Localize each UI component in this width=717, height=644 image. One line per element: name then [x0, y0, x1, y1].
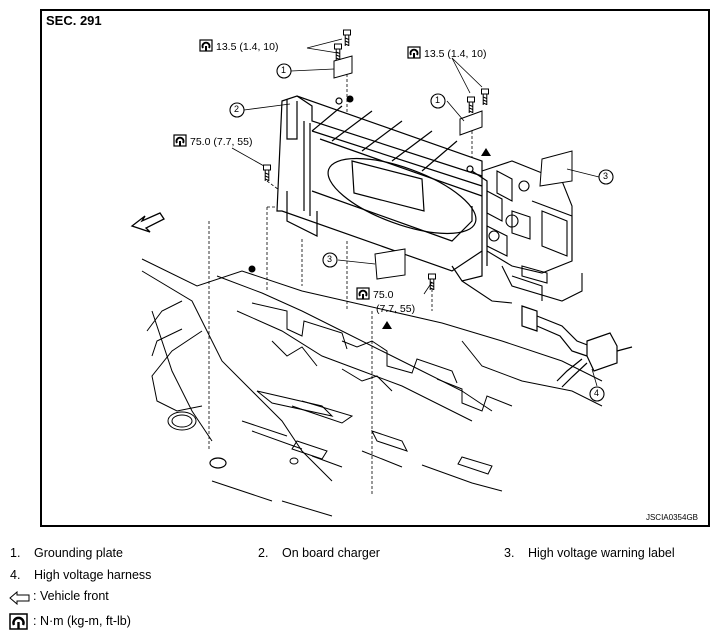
vehicle-front-arrow-icon	[130, 212, 165, 233]
diagram-frame: SEC. 291 13.5 (1.4, 10) 13.5 (1.4, 10) 7…	[40, 9, 710, 527]
legend-item-label: High voltage warning label	[528, 546, 675, 560]
bolt-icon	[334, 43, 342, 61]
torque-label-3: 75.0 (7.7, 55)	[190, 136, 253, 148]
legend-item-label: Grounding plate	[34, 546, 123, 560]
bolt-icon	[343, 29, 351, 47]
vehicle-floor	[141, 258, 603, 517]
tightening-order-triangle-icon	[481, 148, 491, 156]
tightening-order-dot-icon	[248, 265, 256, 273]
warning-label-upper	[539, 150, 573, 187]
torque-wrench-icon	[356, 287, 370, 300]
warning-label-lower	[374, 248, 406, 280]
torque-wrench-icon	[407, 46, 421, 59]
vehicle-front-arrow-icon	[9, 591, 30, 605]
torque-wrench-icon	[9, 613, 28, 630]
torque-label-1: 13.5 (1.4, 10)	[216, 41, 279, 53]
bolt-icon	[481, 88, 489, 106]
callout-number: 2	[234, 104, 240, 114]
callout-circles	[229, 63, 614, 402]
tightening-order-triangle-icon	[382, 321, 392, 329]
callout-number: 1	[435, 95, 441, 105]
callout-number: 4	[594, 388, 600, 398]
on-board-charger	[276, 95, 488, 282]
legend-item: 3.High voltage warning label	[504, 546, 675, 560]
section-title: SEC. 291	[46, 13, 102, 28]
grounding-plate-upper-right	[459, 110, 483, 136]
torque-label-4-units: (7.7, 55)	[376, 303, 416, 315]
legend-item-label: On board charger	[282, 546, 380, 560]
legend-item: 2.On board charger	[258, 546, 380, 560]
torque-wrench-icon	[173, 134, 187, 147]
bolt-icon	[467, 96, 475, 114]
legend: 1.Grounding plate 2.On board charger 3.H…	[0, 536, 717, 644]
grounding-plate-upper-left	[333, 55, 353, 79]
callout-leaders	[243, 68, 600, 387]
charger-exploded-diagram	[130, 29, 633, 517]
bolt-icon	[263, 164, 271, 182]
callout-number: 3	[327, 254, 333, 264]
vehicle-front-legend: : Vehicle front	[33, 589, 109, 603]
tightening-order-dot-icon	[346, 95, 354, 103]
legend-item: 1.Grounding plate	[10, 546, 123, 560]
torque-leaders	[231, 38, 483, 295]
callout-number: 3	[603, 171, 609, 181]
callout-number: 1	[281, 65, 287, 75]
torque-unit-legend: : N·m (kg-m, ft-lb)	[33, 614, 131, 628]
torque-wrench-icon	[199, 39, 213, 52]
high-voltage-harness	[521, 305, 633, 388]
legend-item: 4.High voltage harness	[10, 568, 152, 582]
torque-label-4-value: 75.0	[373, 289, 394, 301]
legend-item-label: High voltage harness	[34, 568, 152, 582]
figure-code: JSCIA0354GB	[645, 513, 698, 522]
charger-connectors	[461, 160, 583, 304]
torque-label-2: 13.5 (1.4, 10)	[424, 48, 487, 60]
